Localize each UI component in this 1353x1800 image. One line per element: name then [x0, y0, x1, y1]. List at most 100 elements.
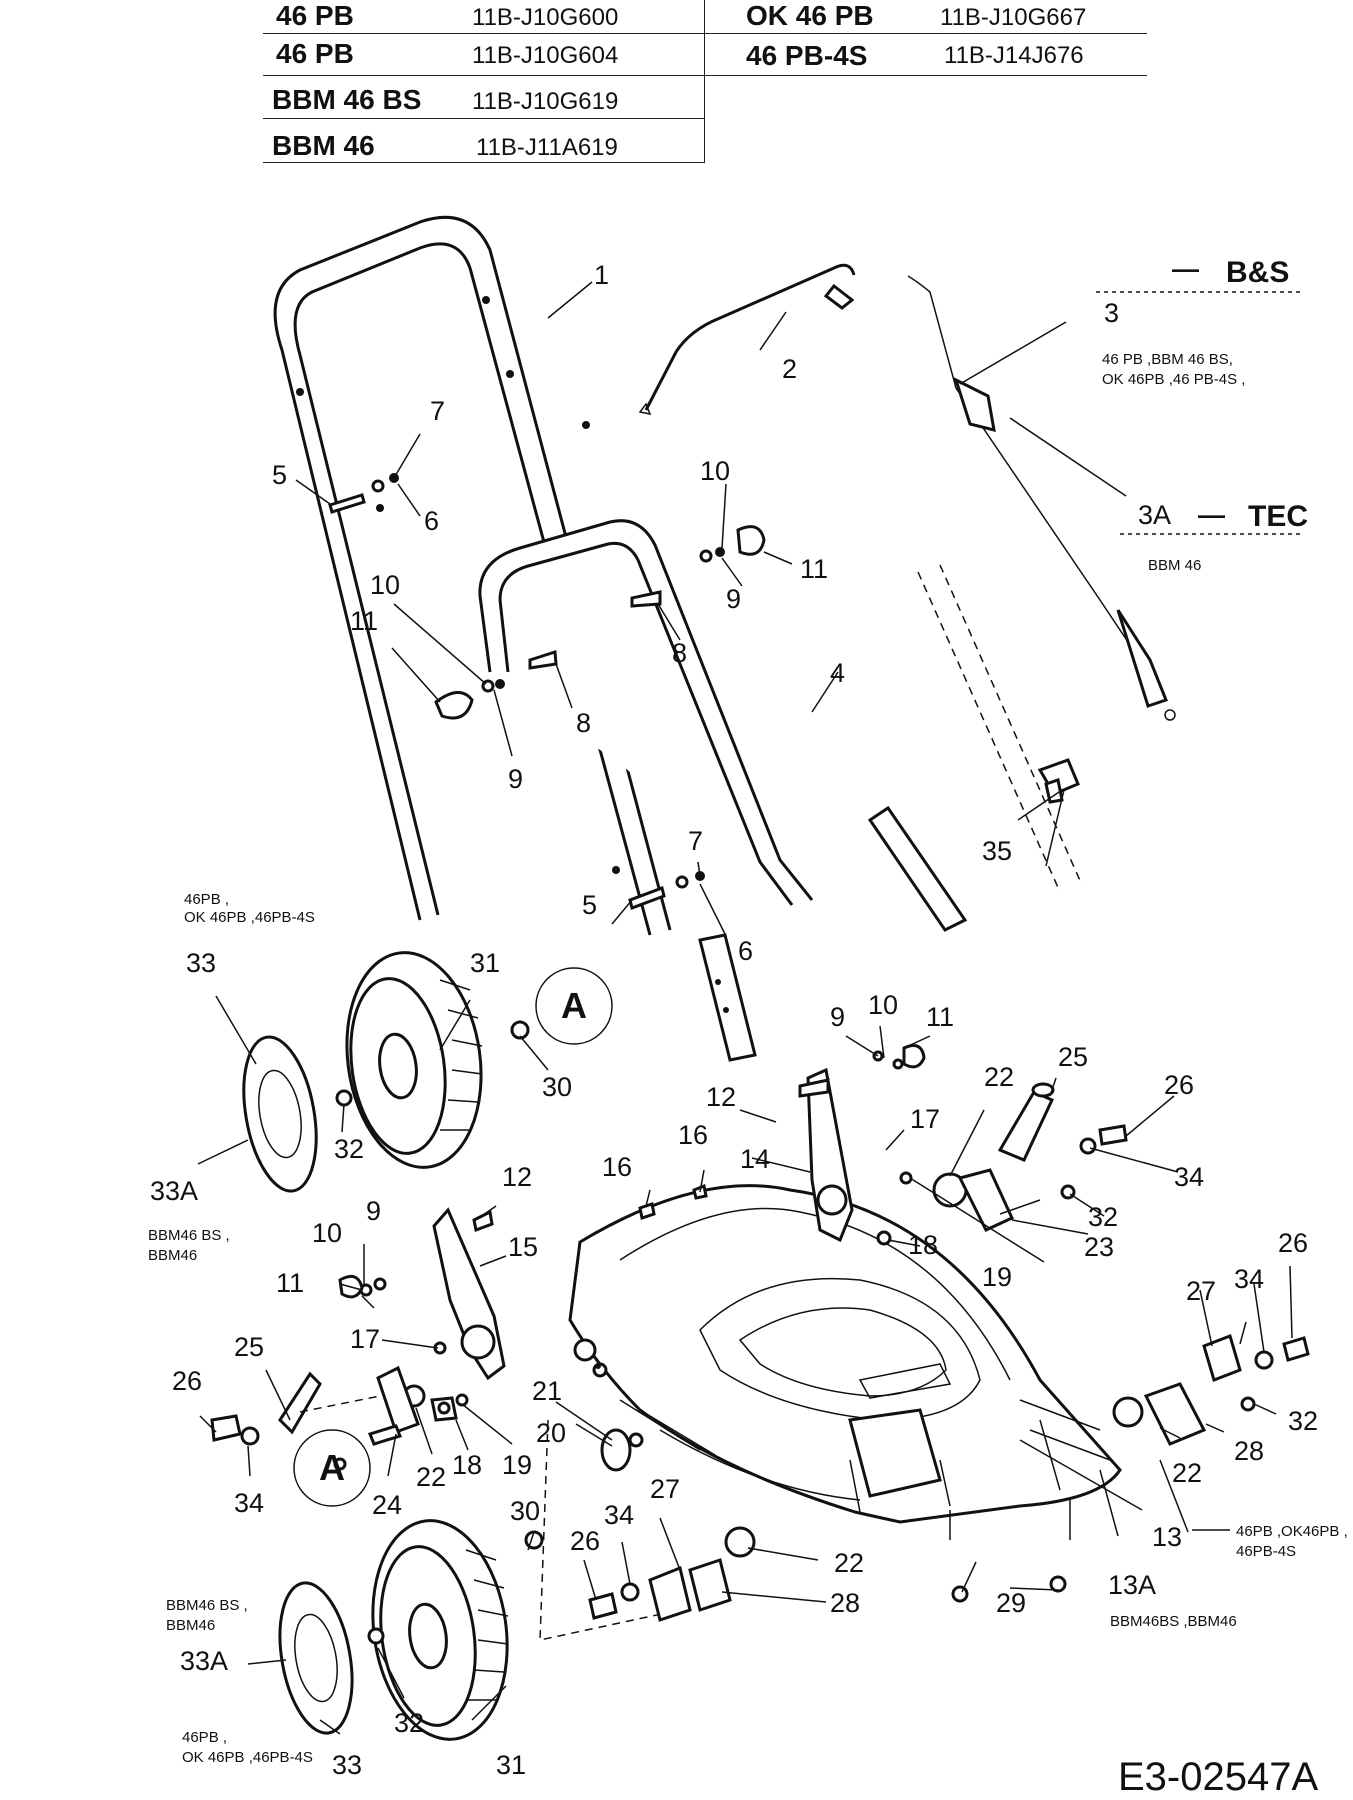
svg-text:A: A	[319, 1447, 345, 1488]
tec-label: TEC	[1248, 500, 1308, 533]
nut	[951, 1585, 969, 1603]
washer	[524, 1530, 544, 1550]
svg-text:46PB-4S: 46PB-4S	[1236, 1543, 1296, 1560]
part-label: 22	[984, 1062, 1014, 1092]
cable-clip	[1037, 758, 1080, 804]
leader-lines	[197, 281, 1293, 1735]
part-label: 6	[424, 506, 439, 536]
nut	[455, 1393, 469, 1407]
code-cell: 11B-J14J676	[944, 42, 1084, 69]
part-label: 13	[1152, 1522, 1182, 1552]
part-label: 22	[416, 1462, 446, 1492]
part-label: 24	[372, 1490, 402, 1520]
svg-text:46PB ,: 46PB ,	[182, 1729, 227, 1746]
part-label: 33A	[180, 1646, 228, 1676]
part-label: 27	[650, 1474, 680, 1504]
svg-text:—: —	[1198, 500, 1225, 530]
part-label: 26	[570, 1526, 600, 1556]
code-cell: 11B-J10G600	[472, 4, 619, 31]
drawing-number: E3-02547A	[1118, 1755, 1318, 1799]
part-label: 17	[350, 1324, 380, 1354]
svg-text:A: A	[561, 985, 587, 1026]
part-label: 19	[982, 1262, 1012, 1292]
part-label: 12	[706, 1082, 736, 1112]
part-label: 10	[868, 990, 898, 1020]
part-label: 18	[908, 1230, 938, 1260]
part-label: 32	[334, 1134, 364, 1164]
part-label: 21	[532, 1376, 562, 1406]
part-label: 29	[996, 1588, 1026, 1618]
bail-bar	[638, 263, 856, 416]
part-label: 10	[700, 456, 730, 486]
svg-text:BBM46 BS ,: BBM46 BS ,	[166, 1597, 248, 1614]
part-label: 34	[1174, 1162, 1204, 1192]
part-label: 11	[800, 554, 828, 584]
part-label: 10	[312, 1218, 342, 1248]
part-label: 20	[536, 1418, 566, 1448]
nut	[367, 1627, 385, 1645]
svg-text:OK 46PB ,46PB-4S: OK 46PB ,46PB-4S	[182, 1749, 313, 1766]
part-label: 32	[394, 1708, 424, 1738]
part-label: 32	[1088, 1202, 1118, 1232]
part-label: 34	[604, 1500, 634, 1530]
table-rule	[263, 118, 705, 119]
svg-text:BBM46: BBM46	[166, 1617, 215, 1634]
part-label: 26	[1278, 1228, 1308, 1258]
part-label: 33	[186, 948, 216, 978]
part-label: 30	[542, 1072, 572, 1102]
part-label: 25	[234, 1332, 264, 1362]
model-table: 46 PB 11B-J10G600 OK 46 PB 11B-J10G667 4…	[0, 0, 1353, 170]
svg-text:BBM46: BBM46	[148, 1247, 197, 1264]
control-cable	[907, 275, 1176, 721]
part-label: 11	[350, 606, 378, 636]
nut	[899, 1171, 913, 1185]
hub-cap-lower	[278, 1581, 354, 1735]
front-right-axle	[1112, 1334, 1310, 1446]
code-cell: 11B-J11A619	[476, 134, 618, 161]
part-label: 7	[430, 396, 445, 426]
reference-circle-a: A	[535, 967, 613, 1045]
model-cell: BBM 46	[272, 130, 375, 161]
part-label: 22	[834, 1548, 864, 1578]
part-label: 17	[910, 1104, 940, 1134]
nut	[335, 1089, 353, 1107]
table-divider	[704, 0, 705, 162]
part-label: 14	[740, 1144, 770, 1174]
model-cell: 46 PB-4S	[746, 40, 868, 71]
part-label: 34	[234, 1488, 264, 1518]
front-left-axle	[588, 1526, 756, 1622]
bolt	[638, 1202, 656, 1220]
height-adjuster-left	[430, 1207, 506, 1422]
part-label: 28	[1234, 1436, 1264, 1466]
part-label: 25	[1058, 1042, 1088, 1072]
svg-text:BBM46 BS ,: BBM46 BS ,	[148, 1227, 230, 1244]
code-cell: 11B-J10G619	[472, 88, 619, 115]
part-label: 9	[830, 1002, 845, 1032]
rear-wheel-upper	[345, 951, 483, 1169]
washer	[892, 1058, 904, 1070]
part-label: 30	[510, 1496, 540, 1526]
code-cell: 11B-J10G667	[940, 4, 1087, 31]
upper-handle	[273, 215, 672, 936]
height-adjuster-right	[806, 1067, 854, 1243]
table-rule	[263, 33, 1147, 34]
part-label: 23	[1084, 1232, 1114, 1262]
part-labels: 1 2 3 3A 4 5 5 6 6 7 7 8 8 9 9 9 9 10 10…	[150, 260, 1318, 1780]
part-label: 31	[496, 1750, 526, 1780]
axle-route	[539, 1419, 681, 1641]
part-label: 33A	[150, 1176, 198, 1206]
nut	[1049, 1575, 1067, 1593]
part-label: 5	[582, 890, 597, 920]
code-cell: 11B-J10G604	[472, 42, 619, 69]
model-cell: BBM 46 BS	[272, 84, 422, 115]
part-label: 4	[830, 658, 845, 688]
part-label: 9	[726, 584, 741, 614]
pivot-bolt	[1098, 1124, 1128, 1146]
washer	[510, 1020, 530, 1040]
part-label: 31	[470, 948, 500, 978]
reference-circle-a: A	[293, 1429, 371, 1507]
part-label: 15	[508, 1232, 538, 1262]
part-label: 27	[1186, 1276, 1216, 1306]
part-label: 32	[1288, 1406, 1318, 1436]
